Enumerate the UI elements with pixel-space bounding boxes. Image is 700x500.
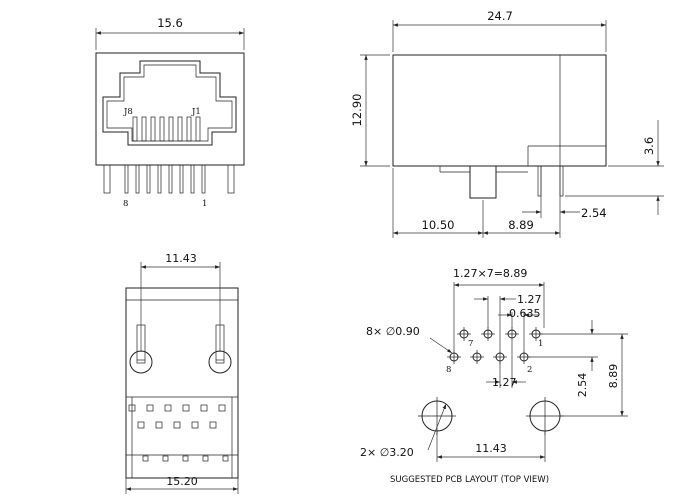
pcb-post-hole-dim: 2× ∅3.20 [360,446,414,459]
front-pin-label-j8: J8 [123,107,133,117]
pcb-row-spacing-dim: 2.54 [576,373,589,398]
side-view: 24.7 12.90 3.6 2.54 10.50 8.89 [350,9,664,238]
pcb-pin-hole-dim: 8× ∅0.90 [366,325,420,338]
pcb-pitch-dim: 1.27 [517,293,542,306]
pcb-row-offset-dim: 1.27 [492,376,517,389]
side-height-dim: 12.90 [350,94,364,127]
side-pin-offset-dim: 8.89 [508,218,534,232]
side-pin-height-dim: 3.6 [642,137,656,155]
pcb-layout: 1.27×7=8.89 1.27 0.635 8× ∅0.90 7 1 8 2 … [360,267,628,485]
front-pin-label-j1: J1 [191,107,201,117]
pcb-pin-8-label: 8 [446,365,451,375]
pcb-caption: SUGGESTED PCB LAYOUT (TOP VIEW) [390,475,549,485]
pcb-pin-7-label: 7 [468,339,473,349]
front-pin-number-8: 8 [123,199,128,209]
front-pins [103,164,235,194]
front-width-dim: 15.6 [157,16,183,30]
bottom-post-spacing-dim: 11.43 [165,252,197,265]
front-contacts [132,116,201,142]
pcb-post-spacing-dim: 11.43 [475,442,507,455]
side-post-offset-dim: 10.50 [422,218,455,232]
pcb-half-pitch-dim: 0.635 [509,307,541,320]
bottom-width-dim: 15.20 [166,475,198,488]
front-view: 15.6 J8 J1 8 1 [95,16,245,209]
front-pin-number-1: 1 [202,199,207,209]
pcb-pin-holes [447,327,543,364]
side-pin-pitch-dim: 2.54 [581,206,607,220]
pcb-total-height-dim: 8.89 [607,364,620,389]
side-length-dim: 24.7 [487,9,513,23]
bottom-view: 11.43 15.20 [125,252,239,494]
pcb-pin-1-label: 1 [538,339,543,349]
pcb-pitch-total-dim: 1.27×7=8.89 [453,267,527,280]
pcb-pin-2-label: 2 [527,365,532,375]
bottom-pin-holes [128,404,229,462]
